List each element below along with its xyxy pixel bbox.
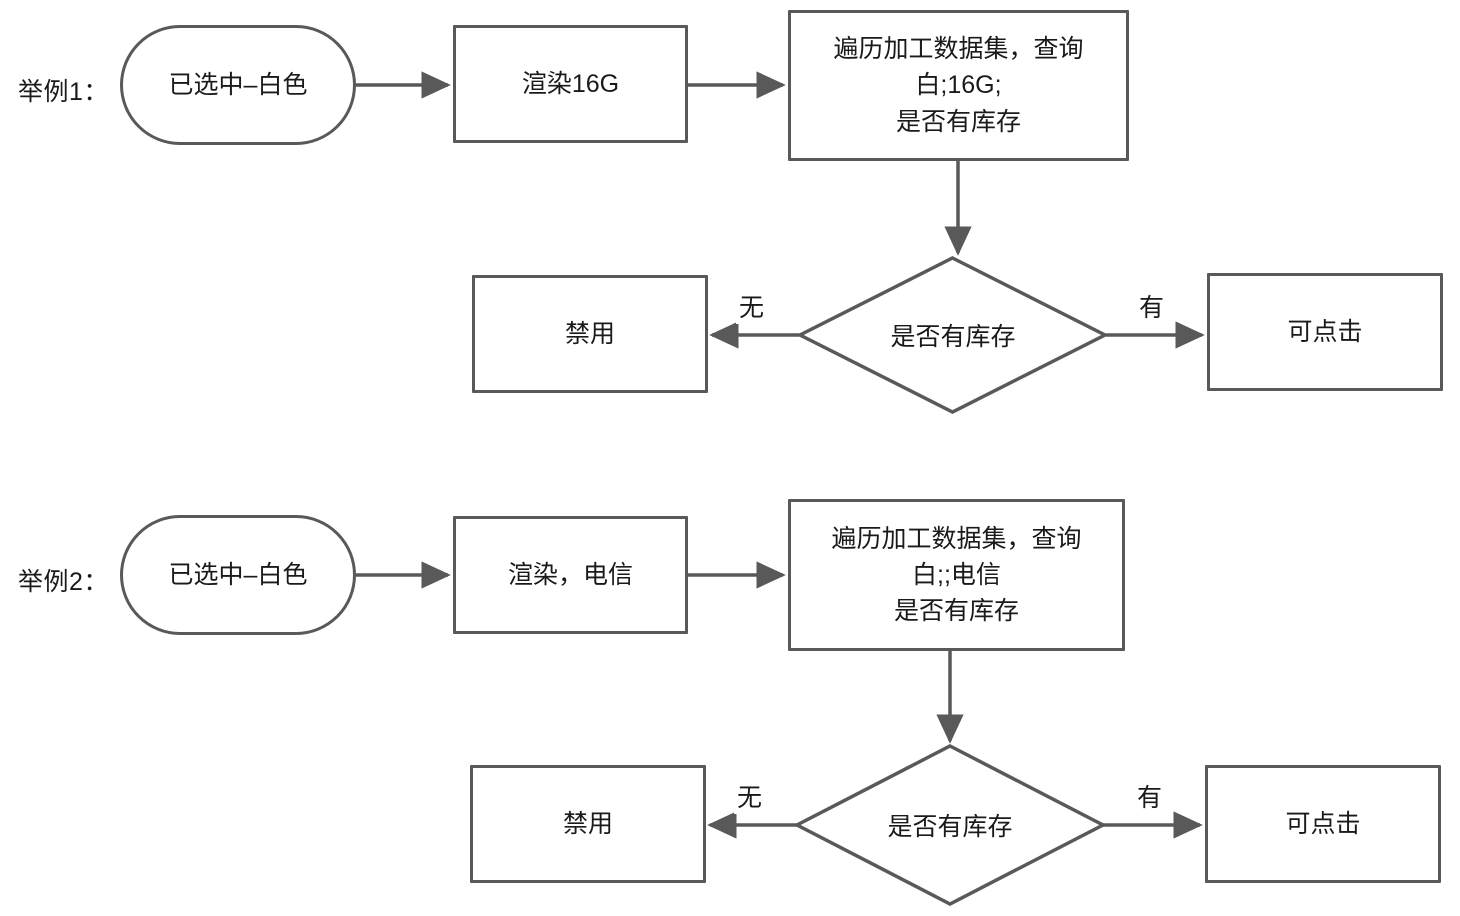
example-1-disabled-label: 禁用 [564,319,615,348]
example-1-clickable-label: 可点击 [1287,317,1363,346]
example-1-action-node[interactable]: 渲染16G [453,25,688,143]
example-2-query-line-1: 遍历加工数据集，查询 [831,524,1082,553]
example-1-query-line-2: 白;16G; [915,71,1002,100]
example-1-start-node[interactable]: 已选中–白色 [120,25,356,145]
example-1-query-line-3: 是否有库存 [895,107,1021,136]
example-2-action-node[interactable]: 渲染，电信 [453,516,688,634]
example-1-query-lines: 遍历加工数据集，查询 白;16G; 是否有库存 [823,31,1093,140]
example-1-query-node[interactable]: 遍历加工数据集，查询 白;16G; 是否有库存 [788,10,1129,161]
example-2-row-label: 举例2： [18,568,109,596]
example-2-query-node[interactable]: 遍历加工数据集，查询 白;;电信 是否有库存 [788,499,1125,651]
example-2-query-line-2: 白;;电信 [912,560,1001,589]
example-2-edge-label-no: 无 [734,778,766,814]
example-1-edge-label-no: 无 [736,288,768,324]
example-1-decision-node[interactable]: 是否有库存 [800,258,1106,412]
example-2-query-line-3: 是否有库存 [893,597,1019,626]
example-1-row-label: 举例1： [18,78,109,106]
example-2-action-label: 渲染，电信 [507,560,633,589]
example-1-decision-label: 是否有库存 [890,323,1016,351]
example-2-decision-node[interactable]: 是否有库存 [797,746,1103,904]
example-1-start-label: 已选中–白色 [168,70,308,99]
example-2-query-lines: 遍历加工数据集，查询 白;;电信 是否有库存 [821,521,1091,630]
example-1-action-label: 渲染16G [521,69,620,98]
example-1-query-line-1: 遍历加工数据集，查询 [833,35,1084,64]
example-2-decision-label: 是否有库存 [887,813,1013,841]
example-2-start-node[interactable]: 已选中–白色 [120,515,356,635]
example-2-start-label: 已选中–白色 [168,560,308,589]
example-2-clickable-label: 可点击 [1285,809,1361,838]
example-2-disabled-label: 禁用 [562,809,613,838]
example-2-clickable-node[interactable]: 可点击 [1205,765,1441,883]
example-2-edge-label-yes: 有 [1134,778,1166,814]
example-1-edge-label-yes: 有 [1136,288,1168,324]
example-2-disabled-node[interactable]: 禁用 [470,765,706,883]
example-1-clickable-node[interactable]: 可点击 [1207,273,1443,391]
example-1-disabled-node[interactable]: 禁用 [472,275,708,393]
